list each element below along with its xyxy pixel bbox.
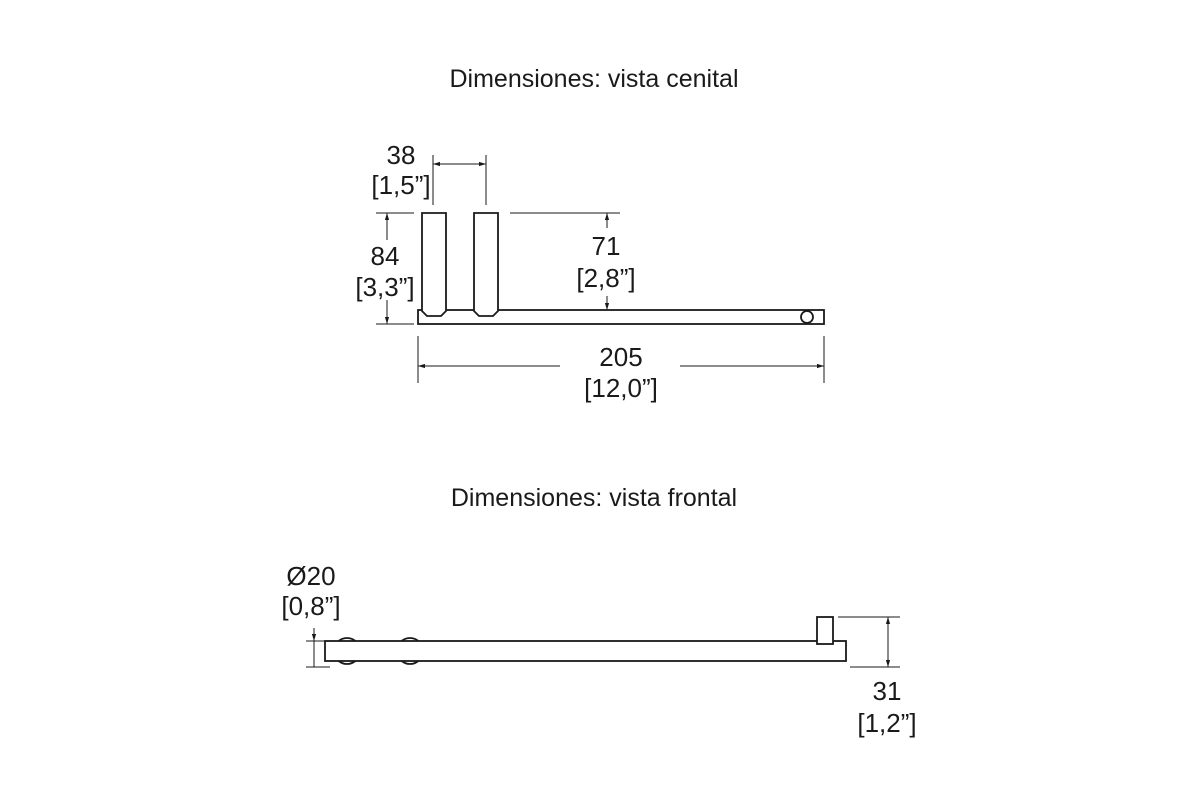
length-dimension: 205 [12,0”] — [417, 336, 825, 403]
top-view: Dimensiones: vista cenital 38 [1,5”] 84 … — [355, 65, 825, 403]
height-dimension: 31 [1,2”] — [838, 616, 917, 738]
left-post — [421, 212, 447, 317]
width-gap-dimension: 38 [1,5”] — [371, 140, 487, 205]
length-inch: [12,0”] — [584, 373, 658, 403]
front-view: Dimensiones: vista frontal Ø20 [0,8”] 31… — [281, 484, 916, 738]
inner-depth-dimension: 71 [2,8”] — [510, 212, 636, 310]
diameter-inch: [0,8”] — [281, 591, 340, 621]
height-mm: 31 — [873, 676, 902, 706]
diameter-mm: Ø20 — [286, 561, 335, 591]
right-post — [473, 212, 499, 317]
depth-dimension: 84 [3,3”] — [355, 212, 415, 325]
depth-mm: 84 — [371, 241, 400, 271]
width-gap-mm: 38 — [387, 140, 416, 170]
front-view-bar — [324, 640, 847, 662]
diameter-dimension: Ø20 [0,8”] — [281, 561, 341, 668]
height-inch: [1,2”] — [857, 708, 916, 738]
mounting-hole — [800, 310, 814, 324]
end-peg — [816, 616, 834, 645]
top-view-bar — [417, 309, 825, 325]
length-mm: 205 — [599, 342, 642, 372]
top-view-title: Dimensiones: vista cenital — [449, 65, 738, 93]
depth-inch: [3,3”] — [355, 272, 414, 302]
inner-depth-mm: 71 — [592, 231, 621, 261]
width-gap-inch: [1,5”] — [371, 170, 430, 200]
front-view-title: Dimensiones: vista frontal — [451, 484, 737, 512]
inner-depth-inch: [2,8”] — [576, 263, 635, 293]
